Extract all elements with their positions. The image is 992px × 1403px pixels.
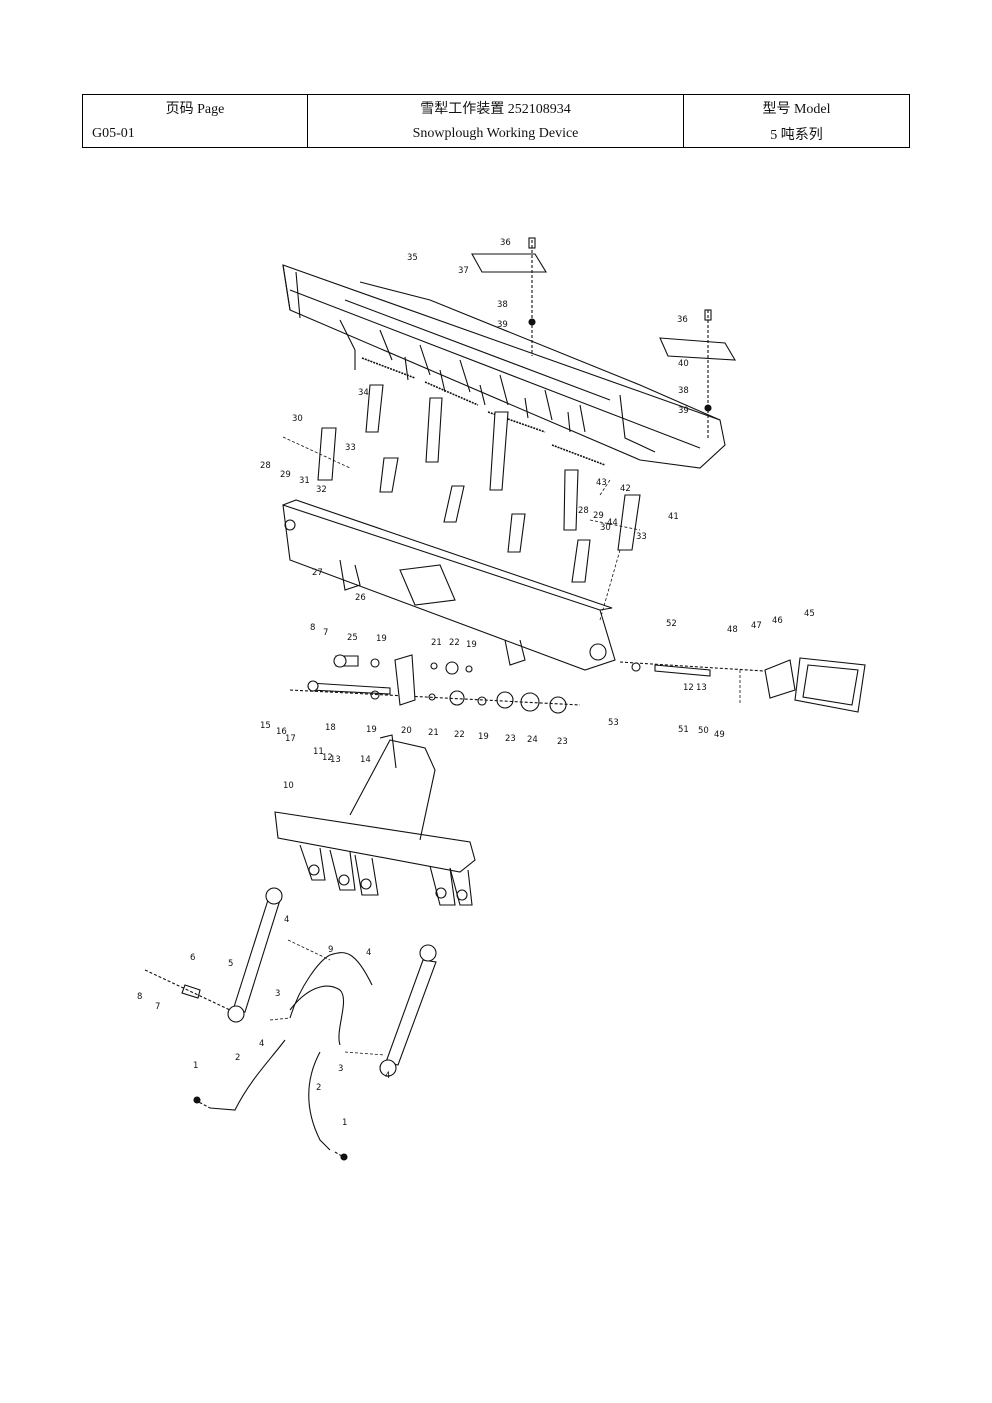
callout-label: 29 — [593, 511, 604, 521]
callout-label: 4 — [259, 1039, 264, 1049]
callout-label: 48 — [727, 625, 738, 635]
callout-label: 23 — [557, 737, 568, 747]
callout-label: 34 — [358, 388, 369, 398]
callout-label: 21 — [431, 638, 442, 648]
callout-label: 27 — [312, 568, 323, 578]
callout-label: 25 — [347, 633, 358, 643]
callout-label: 3 — [275, 989, 280, 999]
callout-label: 22 — [449, 638, 460, 648]
callout-label: 51 — [678, 725, 689, 735]
page-label: 页码 Page — [82, 94, 308, 121]
callout-label: 52 — [666, 619, 677, 629]
callout-label: 20 — [401, 726, 412, 736]
callout-label: 31 — [299, 476, 310, 486]
callout-label: 36 — [500, 238, 511, 248]
blade-wear-plates — [471, 237, 736, 440]
callout-label: 33 — [636, 532, 647, 542]
callout-label: 32 — [316, 485, 327, 495]
callout-label: 40 — [678, 359, 689, 369]
callout-label: 1 — [193, 1061, 198, 1071]
page-number: G05-01 — [82, 121, 308, 148]
callout-label: 13 — [696, 683, 707, 693]
frame-beam — [282, 499, 616, 671]
header-table: 页码 Page 雪犁工作装置 252108934 型号 Model G05-01… — [82, 94, 910, 148]
callout-label: 44 — [607, 518, 618, 528]
callout-label: 39 — [678, 406, 689, 416]
callout-label: 38 — [678, 386, 689, 396]
a-frame-mount — [274, 734, 476, 906]
callout-label: 26 — [355, 593, 366, 603]
callout-label: 2 — [235, 1053, 240, 1063]
callout-label: 43 — [596, 478, 607, 488]
model-label: 型号 Model — [683, 94, 910, 121]
pivot-assembly — [289, 654, 581, 714]
callout-label: 30 — [600, 523, 611, 533]
callout-label: 4 — [284, 915, 289, 925]
callout-label: 33 — [345, 443, 356, 453]
callout-label: 22 — [454, 730, 465, 740]
callout-label: 24 — [527, 735, 538, 745]
callout-label: 4 — [366, 948, 371, 958]
callout-label: 9 — [328, 945, 333, 955]
callout-label: 19 — [478, 732, 489, 742]
callout-label: 15 — [260, 721, 271, 731]
callout-label: 39 — [497, 320, 508, 330]
callout-label: 19 — [376, 634, 387, 644]
callout-label: 28 — [578, 506, 589, 516]
callout-label: 49 — [714, 730, 725, 740]
callout-label: 16 — [276, 727, 287, 737]
side-cylinder — [619, 657, 866, 713]
lift-cylinders — [144, 887, 437, 1077]
callout-label: 21 — [428, 728, 439, 738]
callout-label: 1 — [342, 1118, 347, 1128]
hydraulic-hoses — [193, 952, 373, 1161]
callout-label: 19 — [366, 725, 377, 735]
callout-label: 50 — [698, 726, 709, 736]
callout-label: 37 — [458, 266, 469, 276]
model-value: 5 吨系列 — [683, 121, 910, 148]
callout-label: 6 — [190, 953, 195, 963]
callout-label: 2 — [316, 1083, 321, 1093]
callout-label: 13 — [330, 755, 341, 765]
callout-labels: 35 36 37 38 39 36 40 38 39 34 30 33 28 2… — [137, 238, 815, 1128]
callout-label: 8 — [137, 992, 142, 1002]
callout-label: 4 — [385, 1071, 390, 1081]
callout-label: 12 — [683, 683, 694, 693]
callout-label: 38 — [497, 300, 508, 310]
callout-label: 35 — [407, 253, 418, 263]
callout-label: 41 — [668, 512, 679, 522]
blade-drawing — [282, 264, 726, 469]
callout-label: 10 — [283, 781, 294, 791]
callout-label: 7 — [323, 628, 328, 638]
callout-label: 5 — [228, 959, 233, 969]
callout-label: 12 — [322, 753, 333, 763]
callout-label: 17 — [285, 734, 296, 744]
callout-label: 7 — [155, 1002, 160, 1012]
callout-label: 28 — [260, 461, 271, 471]
spring-links — [317, 384, 641, 583]
callout-label: 18 — [325, 723, 336, 733]
callout-label: 42 — [620, 484, 631, 494]
callout-label: 47 — [751, 621, 762, 631]
callout-label: 11 — [313, 747, 324, 757]
callout-label: 36 — [677, 315, 688, 325]
callout-label: 29 — [280, 470, 291, 480]
callout-label: 3 — [338, 1064, 343, 1074]
callout-label: 23 — [505, 734, 516, 744]
title-cn: 雪犁工作装置 252108934 — [307, 94, 684, 121]
callout-label: 19 — [466, 640, 477, 650]
callout-label: 45 — [804, 609, 815, 619]
callout-label: 14 — [360, 755, 371, 765]
callout-label: 53 — [608, 718, 619, 728]
callout-label: 8 — [310, 623, 315, 633]
callout-label: 30 — [292, 414, 303, 424]
callout-label: 46 — [772, 616, 783, 626]
